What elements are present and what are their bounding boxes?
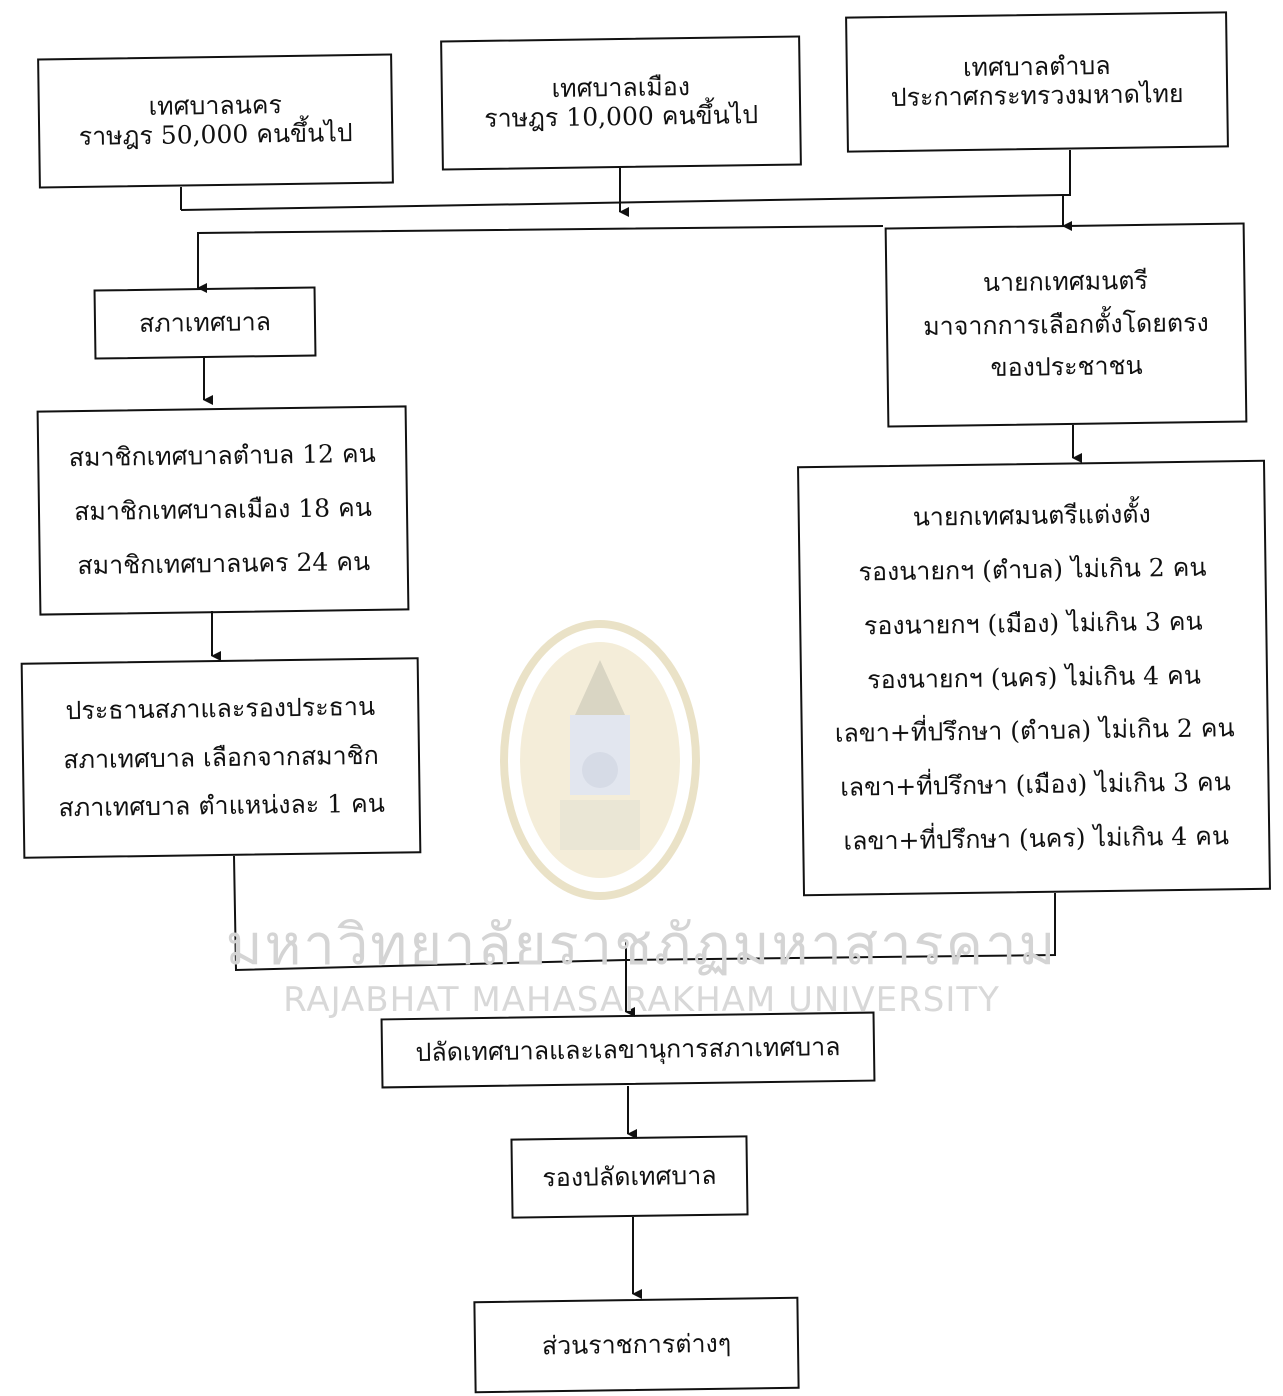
box-line: มาจากการเลือกตั้งโดยตรง xyxy=(923,307,1209,341)
box-subdistrict-municipality: เทศบาลตำบล ประกาศกระทรวงมหาดไทย xyxy=(845,11,1229,153)
box-line: สมาชิกเทศบาลนคร 24 คน xyxy=(77,546,371,580)
box-town-municipality: เทศบาลเมือง ราษฎร 10,000 คนขึ้นไป xyxy=(440,35,802,171)
box-council-members: สมาชิกเทศบาลตำบล 12 คน สมาชิกเทศบาลเมือง… xyxy=(36,405,410,616)
box-municipal-council: สภาเทศบาล xyxy=(93,286,317,360)
connector-appoints-down xyxy=(625,893,1056,961)
box-line: ประกาศกระทรวงมหาดไทย xyxy=(890,78,1184,113)
box-line: เลขา+ที่ปรึกษา (ตำบล) ไม่เกิน 2 คน xyxy=(834,713,1235,749)
box-line: รองนายกฯ (เมือง) ไม่เกิน 3 คน xyxy=(863,606,1203,641)
box-line: เลขา+ที่ปรึกษา (นคร) ไม่เกิน 4 คน xyxy=(843,821,1230,856)
box-line: ของประชาชน xyxy=(990,351,1143,383)
box-council-chair: ประธานสภาและรองประธาน สภาเทศบาล เลือกจาก… xyxy=(20,657,422,859)
box-departments: ส่วนราชการต่างๆ xyxy=(473,1296,800,1394)
box-line: รองปลัดเทศบาล xyxy=(542,1160,717,1192)
box-line: ราษฎร 10,000 คนขึ้นไป xyxy=(484,100,759,133)
box-line: เลขา+ที่ปรึกษา (เมือง) ไม่เกิน 3 คน xyxy=(840,767,1231,802)
box-line: เทศบาลนคร xyxy=(148,90,283,122)
connector-to-council xyxy=(197,225,884,293)
box-deputy-clerk: รองปลัดเทศบาล xyxy=(510,1135,749,1219)
box-line: ส่วนราชการต่างๆ xyxy=(541,1328,732,1360)
connector-chair-down xyxy=(233,855,627,972)
box-line: สมาชิกเทศบาลเมือง 18 คน xyxy=(73,493,373,527)
box-line: ราษฎร 50,000 คนขึ้นไป xyxy=(78,118,353,151)
box-city-municipality: เทศบาลนคร ราษฎร 50,000 คนขึ้นไป xyxy=(37,53,394,189)
box-mayor-appoints: นายกเทศมนตรีแต่งตั้ง รองนายกฯ (ตำบล) ไม่… xyxy=(797,459,1271,897)
box-line: ประธานสภาและรองประธาน xyxy=(65,691,376,726)
box-line: เทศบาลตำบล xyxy=(962,51,1111,83)
connector-subdistrict-down xyxy=(1063,150,1071,196)
box-line: รองนายกฯ (ตำบล) ไม่เกิน 2 คน xyxy=(858,552,1207,587)
box-line: สภาเทศบาล xyxy=(138,306,272,338)
box-line: สภาเทศบาล ตำแหน่งละ 1 คน xyxy=(58,789,386,823)
box-line: สภาเทศบาล เลือกจากสมาชิก xyxy=(63,740,379,774)
box-line: รองนายกฯ (นคร) ไม่เกิน 4 คน xyxy=(866,660,1202,694)
box-line: เทศบาลเมือง xyxy=(551,72,691,104)
connector-top-merge xyxy=(180,194,1064,211)
box-line: สมาชิกเทศบาลตำบล 12 คน xyxy=(68,439,376,473)
box-line: นายกเทศมนตรีแต่งตั้ง xyxy=(912,499,1151,533)
box-line: ปลัดเทศบาลและเลขานุการสภาเทศบาล xyxy=(415,1031,841,1067)
box-municipal-clerk: ปลัดเทศบาลและเลขานุการสภาเทศบาล xyxy=(380,1011,876,1089)
box-mayor: นายกเทศมนตรี มาจากการเลือกตั้งโดยตรง ของ… xyxy=(884,222,1248,428)
box-line: นายกเทศมนตรี xyxy=(982,265,1149,298)
